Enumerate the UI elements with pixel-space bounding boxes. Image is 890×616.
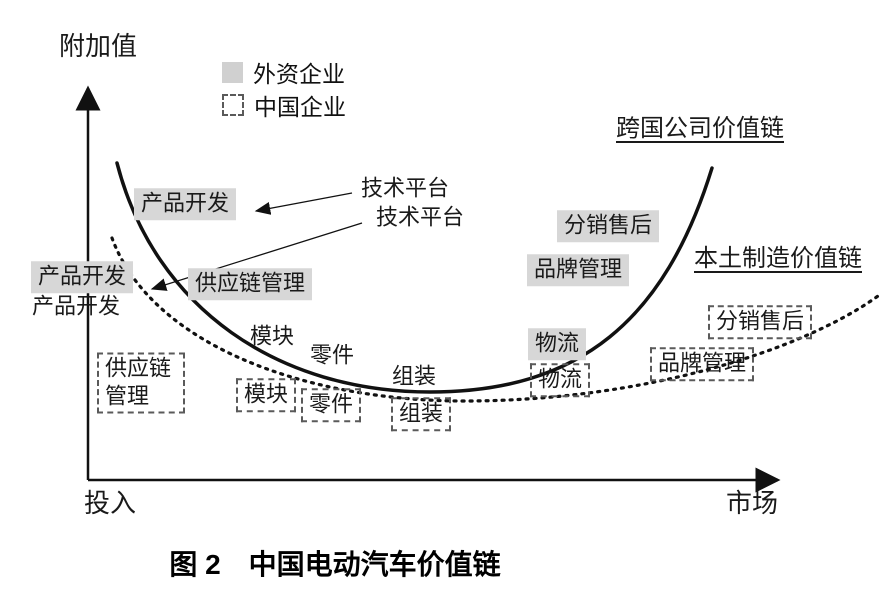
label-assembly-plain: 组装: [391, 364, 437, 390]
label-tech-platform-2: 技术平台: [375, 205, 465, 231]
label-module-chinese: 模块: [235, 378, 297, 412]
label-parts-plain: 零件: [309, 343, 355, 369]
label-product-development-top: 产品开发: [133, 188, 237, 220]
chinese-enterprise-swatch-icon: [222, 94, 244, 116]
y-axis-label: 附加值: [58, 31, 138, 62]
x-axis-left-label: 投入: [83, 488, 137, 519]
label-supply-chain-mgmt-foreign: 供应链管理: [187, 268, 313, 300]
label-logistics-foreign: 物流: [527, 328, 587, 360]
legend-item-foreign: 外资企业: [222, 55, 345, 89]
multinational-chain-label: 跨国公司价值链: [616, 114, 784, 142]
legend-item-chinese: 中国企业: [222, 88, 346, 122]
label-assembly-chinese: 组装: [390, 397, 452, 431]
label-supply-chain-mgmt-chinese: 供应链 管理: [97, 352, 185, 414]
label-distribution-aftersales-foreign: 分销售后: [556, 210, 660, 242]
label-parts-chinese: 零件: [300, 388, 362, 422]
label-brand-management-foreign: 品牌管理: [526, 254, 630, 286]
label-logistics-chinese: 物流: [529, 363, 591, 397]
tech-platform-arrow-upper: [254, 192, 353, 215]
local-chain-label: 本土制造价值链: [694, 244, 862, 272]
figure-caption: 图 2 中国电动汽车价值链: [169, 549, 501, 580]
foreign-enterprise-swatch-icon: [222, 61, 243, 83]
label-brand-management-chinese: 品牌管理: [649, 347, 755, 381]
label-distribution-aftersales-chinese: 分销售后: [707, 305, 813, 339]
label-product-development-left-foreign: 产品开发: [30, 261, 134, 293]
label-product-development-left-plain: 产品开发: [31, 294, 121, 320]
legend-chinese-label: 中国企业: [254, 95, 346, 121]
label-tech-platform-1: 技术平台: [360, 176, 450, 202]
x-axis-right-label: 市场: [725, 488, 779, 519]
legend-foreign-label: 外资企业: [253, 62, 345, 88]
label-module-plain: 模块: [249, 324, 295, 350]
